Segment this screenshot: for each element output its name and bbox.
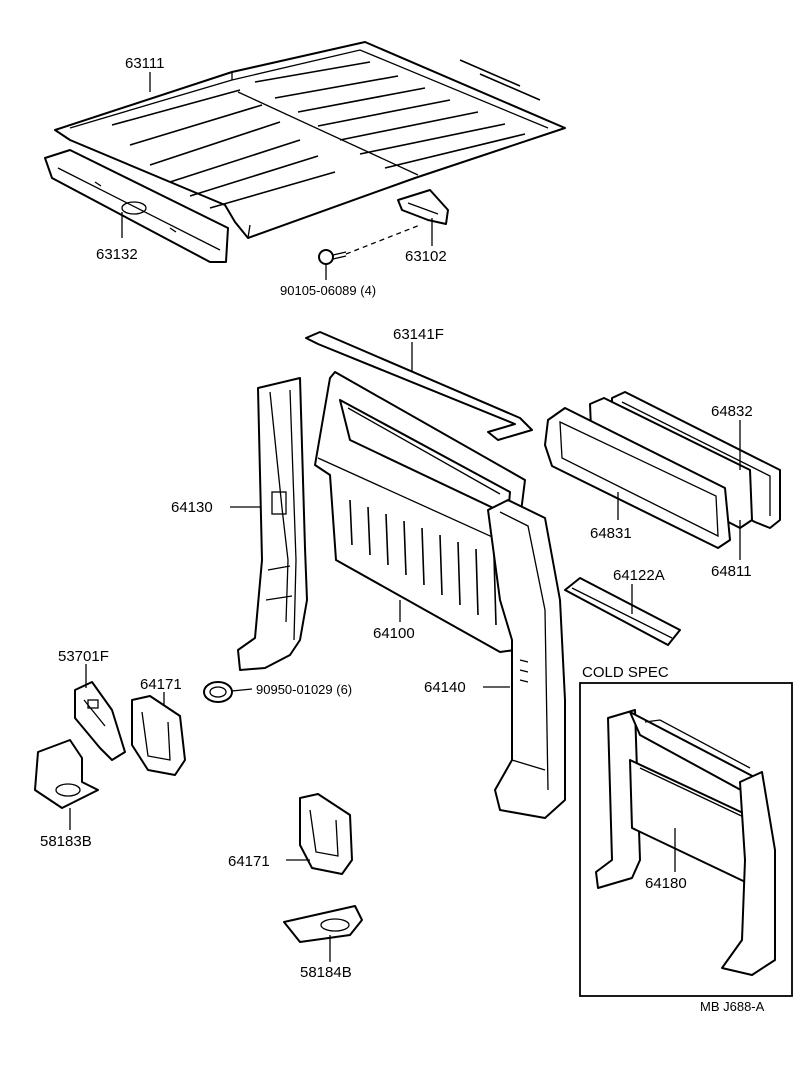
label-64811: 64811 xyxy=(711,563,752,580)
floor-bracket-left xyxy=(34,739,99,809)
label-90105-06089: 90105-06089 (4) xyxy=(280,283,376,298)
rear-corner-pillar-right xyxy=(487,499,566,819)
label-63102: 63102 xyxy=(405,248,447,265)
diagram-code: MB J688-A xyxy=(700,999,765,1014)
floor-bracket-right xyxy=(283,905,363,943)
label-63132: 63132 xyxy=(96,246,138,263)
extension-left xyxy=(131,695,186,776)
rear-corner-pillar-left xyxy=(237,377,308,671)
label-64140: 64140 xyxy=(424,679,466,696)
label-64171-lower: 64171 xyxy=(228,853,270,870)
bracket-upper xyxy=(74,681,126,761)
back-panel xyxy=(314,371,526,653)
label-58184B: 58184B xyxy=(300,964,352,981)
label-64831: 64831 xyxy=(590,525,632,542)
label-64130: 64130 xyxy=(171,499,213,516)
extension-lower xyxy=(299,793,353,875)
label-64122A: 64122A xyxy=(613,567,665,584)
plug-icon xyxy=(203,681,233,703)
roof-front-rail xyxy=(44,149,229,263)
label-64171-left: 64171 xyxy=(140,676,182,693)
label-90950-01029: 90950-01029 (6) xyxy=(256,682,352,697)
label-64180: 64180 xyxy=(645,875,687,892)
label-58183B: 58183B xyxy=(40,833,92,850)
cold-spec-title: COLD SPEC xyxy=(582,664,669,681)
label-64832: 64832 xyxy=(711,403,753,420)
back-panel-rail xyxy=(564,577,681,646)
leader-lines xyxy=(69,72,741,962)
roof-panel xyxy=(54,41,566,239)
roof-rear-rail xyxy=(397,189,449,225)
cold-spec-inset xyxy=(579,682,793,997)
label-53701F: 53701F xyxy=(58,648,109,665)
label-64100: 64100 xyxy=(373,625,415,642)
back-glass-molding xyxy=(544,407,731,549)
label-63141F: 63141F xyxy=(393,326,444,343)
back-window-weatherstrip xyxy=(305,331,533,441)
label-63111: 63111 xyxy=(125,55,165,72)
